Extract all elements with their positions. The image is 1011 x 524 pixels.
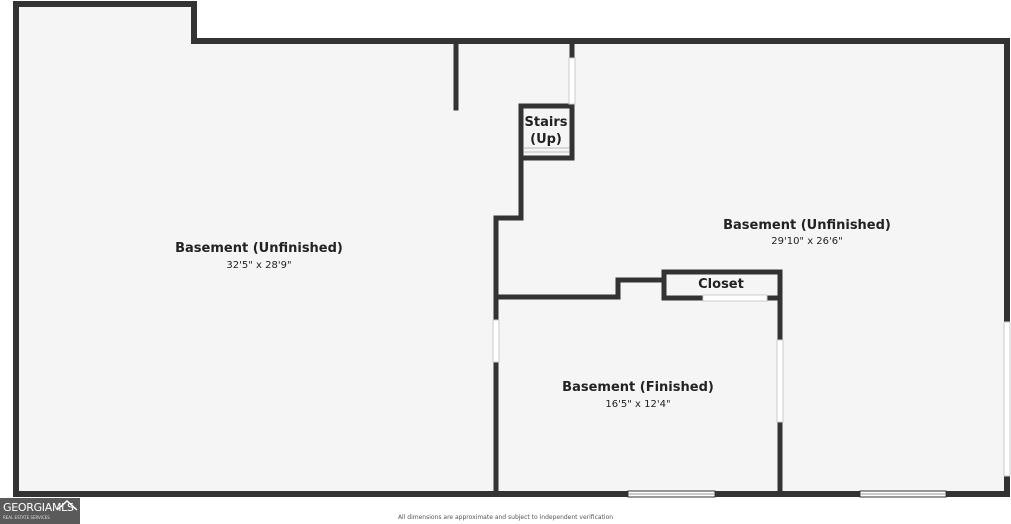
stairs-label: Stairs (525, 115, 568, 130)
interior-walls (453, 41, 783, 497)
georgiamls-logo: GEORGIAMLS REAL ESTATE SERVICES (0, 498, 80, 524)
room-dims-basement-finished: 16'5" x 12'4" (605, 399, 670, 410)
house-roof-icon (56, 499, 78, 511)
disclaimer-note: All dimensions are approximate and subje… (397, 514, 614, 521)
door-openings (492, 57, 784, 423)
room-name-basement-finished: Basement (Finished) (562, 380, 714, 395)
room-name-basement-unfinished-left: Basement (Unfinished) (175, 241, 343, 256)
logo-sub-text: REAL ESTATE SERVICES (3, 515, 50, 520)
right-wall-opening (1003, 321, 1011, 477)
floor-area (16, 4, 1007, 494)
stairs-direction: (Up) (530, 132, 562, 147)
logo-main-text: GEORGIAMLS (3, 501, 74, 514)
exterior-walls (13, 1, 1010, 497)
room-name-basement-unfinished-right: Basement (Unfinished) (723, 218, 891, 233)
room-dims-basement-unfinished-left: 32'5" x 28'9" (226, 260, 291, 271)
room-dims-basement-unfinished-right: 29'10" x 26'6" (771, 236, 843, 247)
bottom-windows (627, 490, 947, 498)
stair-treads (524, 147, 569, 153)
closet-label: Closet (698, 277, 744, 292)
